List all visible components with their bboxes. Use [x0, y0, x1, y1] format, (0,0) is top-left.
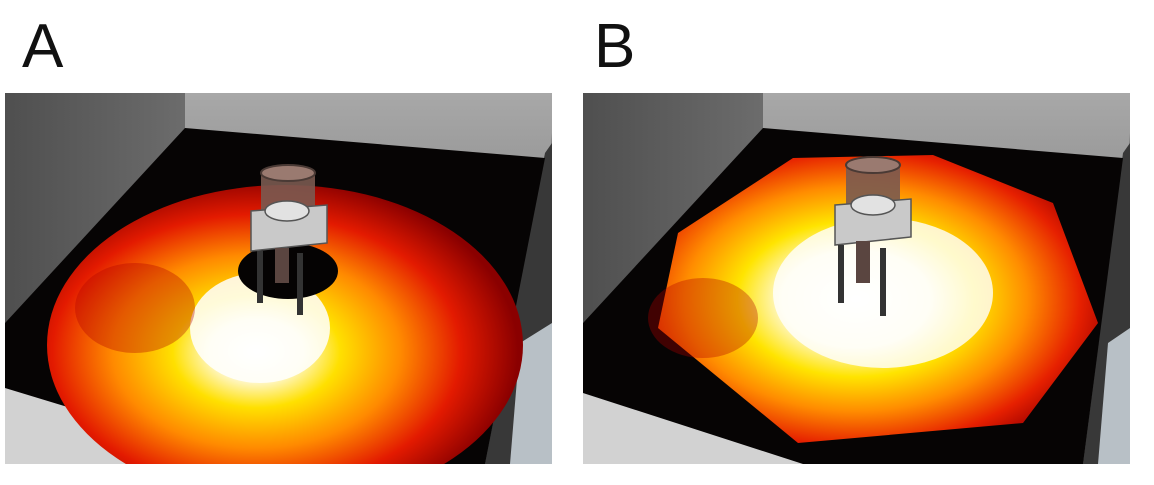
- panel-a-label: A: [22, 12, 64, 81]
- panel-b-label: B: [594, 12, 636, 81]
- left-wall: [5, 93, 185, 323]
- panel-b-svg: [583, 93, 1130, 464]
- heatmap-hotspot: [190, 273, 330, 383]
- front-ledge: [583, 393, 803, 464]
- panel-a-scene: [5, 93, 552, 464]
- robot-icon: [834, 156, 912, 316]
- heatmap-left-shadow: [75, 263, 195, 353]
- left-wall: [583, 93, 763, 323]
- panel-b-scene: [583, 93, 1130, 464]
- heatmap-left-shadow: [648, 278, 758, 358]
- robot-icon: [250, 164, 328, 315]
- right-ledge: [1098, 328, 1130, 464]
- panel-a-svg: [5, 93, 552, 464]
